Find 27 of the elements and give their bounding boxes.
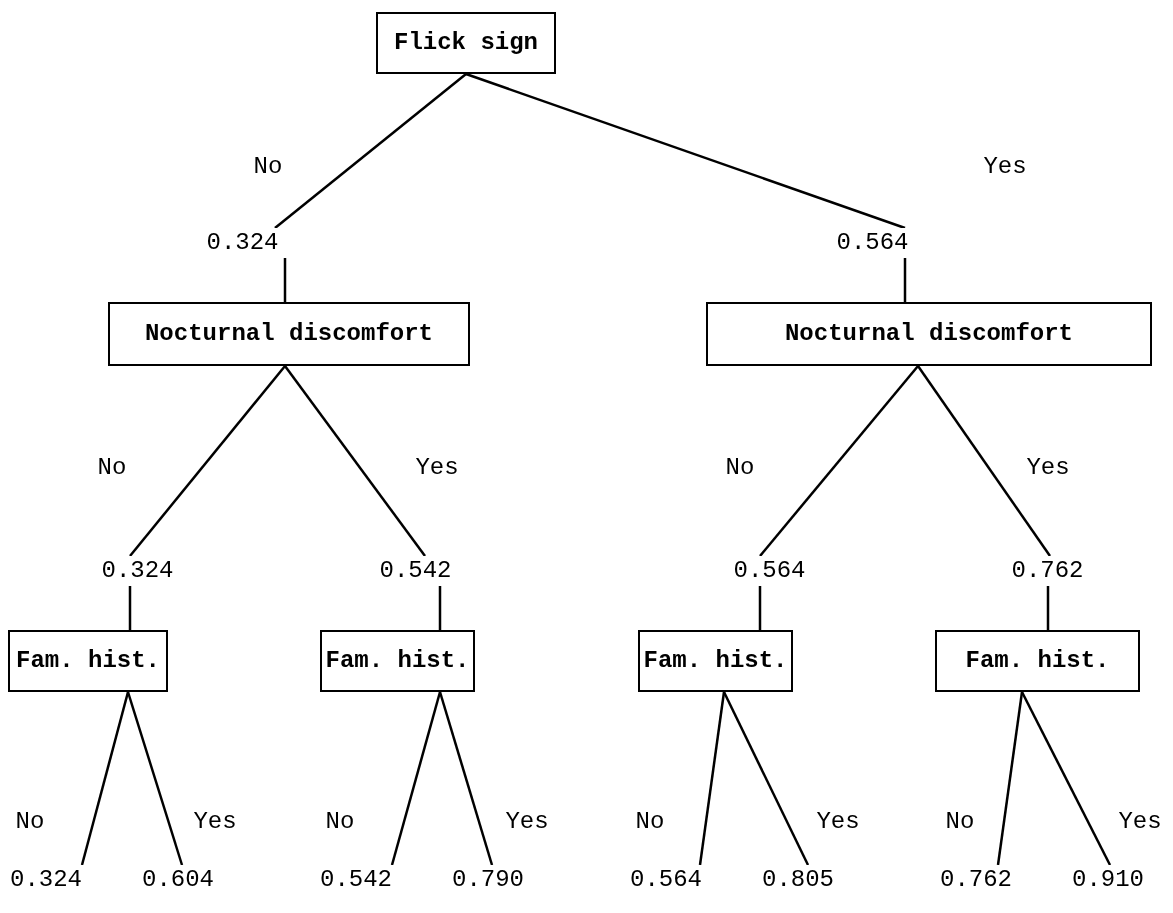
decision-box: Flick sign bbox=[376, 12, 556, 74]
decision-box: Nocturnal discomfort bbox=[706, 302, 1152, 366]
branch-line bbox=[390, 691, 442, 866]
branch-line bbox=[996, 691, 1024, 866]
decision-box: Fam. hist. bbox=[935, 630, 1140, 692]
branch-line bbox=[1020, 691, 1112, 866]
branch-line bbox=[722, 691, 810, 866]
branch-line bbox=[129, 365, 286, 557]
branch-line bbox=[698, 691, 726, 866]
decision-box: Fam. hist. bbox=[8, 630, 168, 692]
branch-line bbox=[758, 586, 762, 630]
branch-line bbox=[438, 586, 442, 630]
branch-line bbox=[126, 691, 184, 866]
decision-box: Fam. hist. bbox=[320, 630, 475, 692]
branch-line bbox=[128, 586, 132, 630]
branch-line bbox=[465, 72, 906, 230]
branch-line bbox=[80, 691, 130, 866]
branch-line bbox=[283, 258, 287, 302]
branch-line bbox=[274, 73, 467, 229]
branch-line bbox=[916, 365, 1052, 557]
branch-line bbox=[903, 258, 907, 302]
decision-box: Fam. hist. bbox=[638, 630, 793, 692]
branch-line bbox=[1046, 586, 1050, 630]
branch-line bbox=[759, 365, 919, 557]
decision-box: Nocturnal discomfort bbox=[108, 302, 470, 366]
branch-line bbox=[284, 365, 426, 557]
branch-line bbox=[438, 691, 494, 866]
